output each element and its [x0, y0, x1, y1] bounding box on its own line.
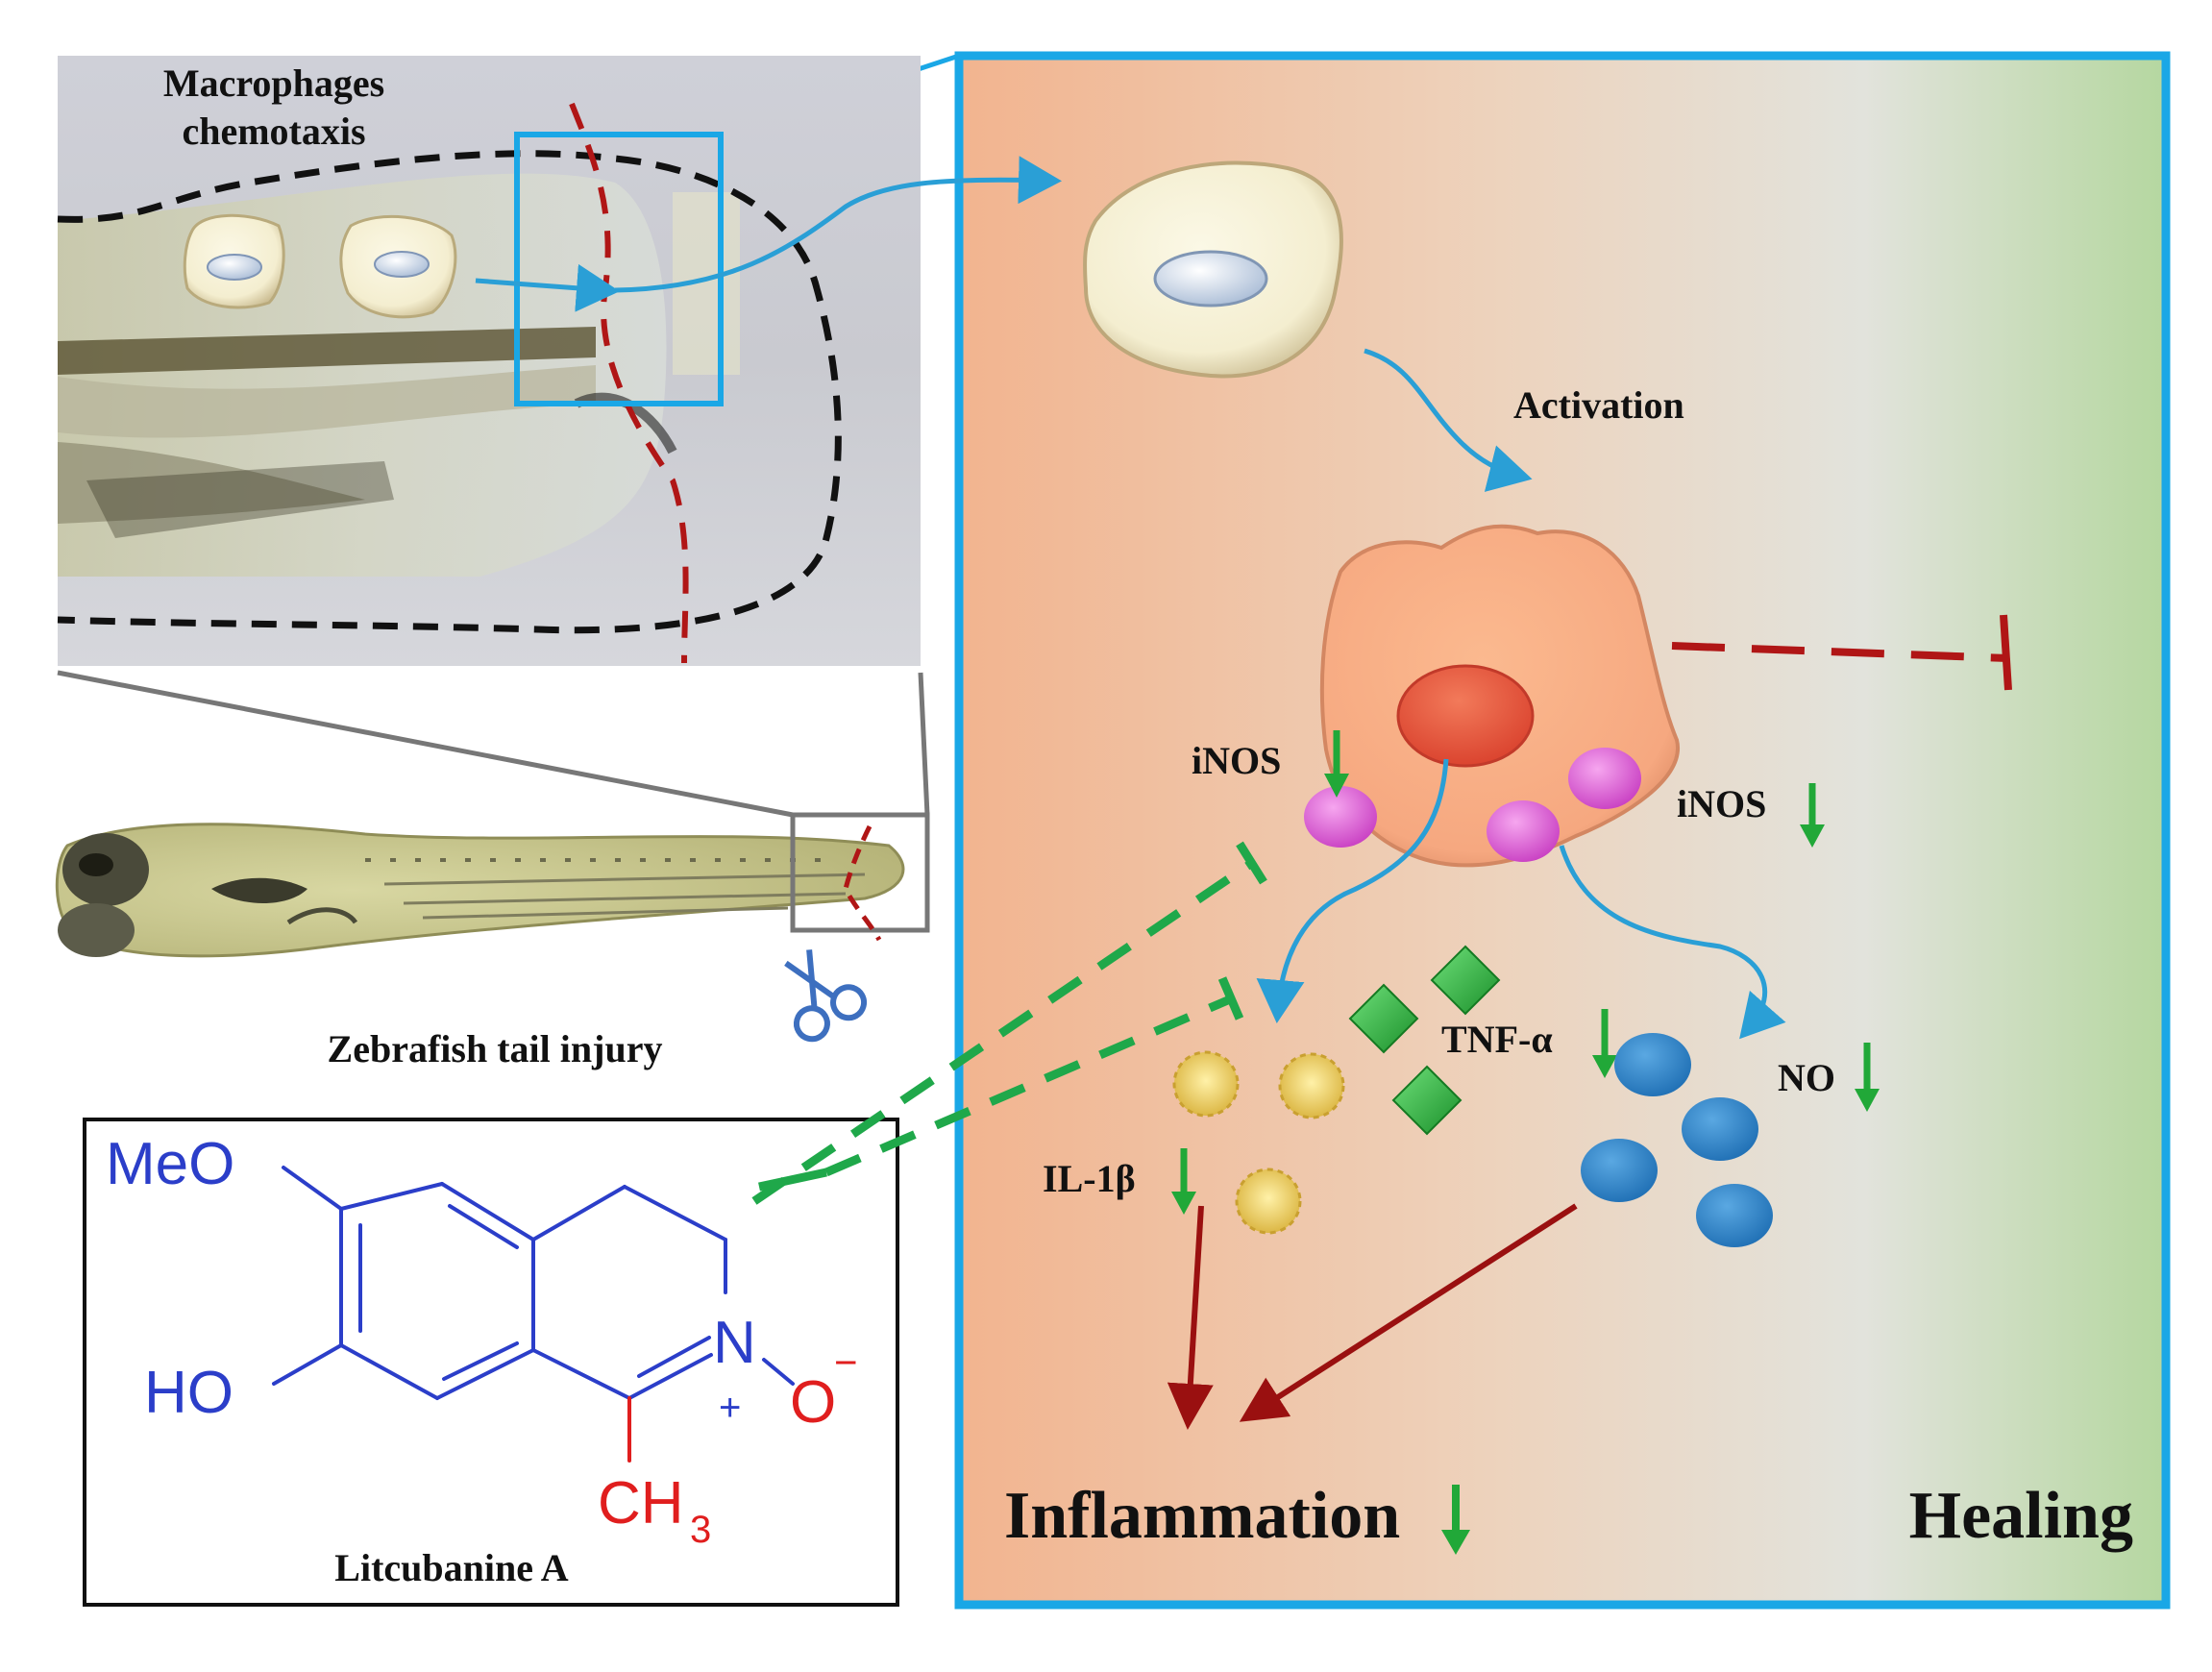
- macrophages-label-line1: Macrophages: [163, 61, 384, 105]
- down-arrow-icon: [1855, 1043, 1880, 1112]
- no-release-arrow: [1559, 845, 1786, 1040]
- no-molecules: [1581, 1033, 1773, 1247]
- macrophages-label-line2: chemotaxis: [182, 110, 365, 153]
- photo-to-fish-connectors: [57, 670, 930, 818]
- down-arrow-icon: [1324, 730, 1349, 798]
- tnf-label: TNF-α: [1441, 1018, 1553, 1061]
- microscopy-photo: Macrophages chemotaxis: [57, 56, 921, 666]
- il1b-molecules: [1172, 1050, 1345, 1235]
- healing-label: Healing: [1909, 1479, 2133, 1553]
- plus-charge: +: [719, 1387, 741, 1429]
- tail-zoom-box: [790, 812, 930, 933]
- il1b-release-arrow: [1256, 758, 1449, 1023]
- inos-label-left: iNOS: [1192, 739, 1281, 782]
- scissors-icon: [784, 949, 868, 1043]
- activation-arrow: [1364, 348, 1533, 492]
- meo-label: MeO: [106, 1131, 234, 1197]
- tnf-alpha-molecules: [1348, 945, 1501, 1136]
- inhibition-red: [1671, 614, 2012, 691]
- n-label: N: [713, 1310, 756, 1376]
- zoom-box: [514, 132, 724, 406]
- down-arrow-icon: [1800, 783, 1825, 848]
- ho-label: HO: [144, 1360, 233, 1426]
- resting-macrophage: [1083, 160, 1343, 379]
- migration-arrow: [614, 156, 1062, 293]
- cut-line: [569, 102, 689, 664]
- litcubanine-structure: MeO HO N + O − CH 3: [106, 1131, 858, 1551]
- inos-enzyme: [1487, 800, 1560, 862]
- zebrafish-larva: [55, 812, 930, 958]
- fish-outline-dashed: [57, 150, 842, 634]
- inflammation-label: Inflammation: [1004, 1479, 1400, 1553]
- ch3-label: CH: [598, 1470, 684, 1537]
- activation-label: Activation: [1513, 383, 1684, 427]
- inhibition-green: [751, 841, 1267, 1205]
- no-to-inflammation-arrow: [1239, 1203, 1578, 1422]
- ch3-subscript: 3: [690, 1509, 711, 1551]
- inos-label-right: iNOS: [1677, 782, 1766, 825]
- down-arrow-icon: [1441, 1485, 1470, 1555]
- il1b-to-inflammation-arrow: [1167, 1205, 1214, 1430]
- inos-enzyme: [1304, 786, 1377, 848]
- inos-enzyme: [1568, 748, 1641, 809]
- minus-charge: −: [834, 1340, 858, 1385]
- no-label: NO: [1778, 1056, 1835, 1099]
- chemotaxis-arrow: [475, 263, 620, 312]
- macrophage-cell: [183, 213, 285, 309]
- oxide-label: O: [790, 1369, 836, 1436]
- activated-macrophage: [1304, 524, 1681, 868]
- molecule-box: MeO HO N + O − CH 3 Litcubanine A: [83, 1118, 899, 1607]
- down-arrow-icon: [1171, 1148, 1196, 1215]
- down-arrow-icon: [1592, 1009, 1617, 1078]
- inhibition-bar-icon: [2000, 614, 2012, 691]
- compound-name: Litcubanine A: [334, 1546, 569, 1589]
- macrophage-cell: [339, 214, 457, 319]
- zebrafish-label: Zebrafish tail injury: [328, 1027, 663, 1070]
- il1b-label: IL-1β: [1043, 1157, 1136, 1200]
